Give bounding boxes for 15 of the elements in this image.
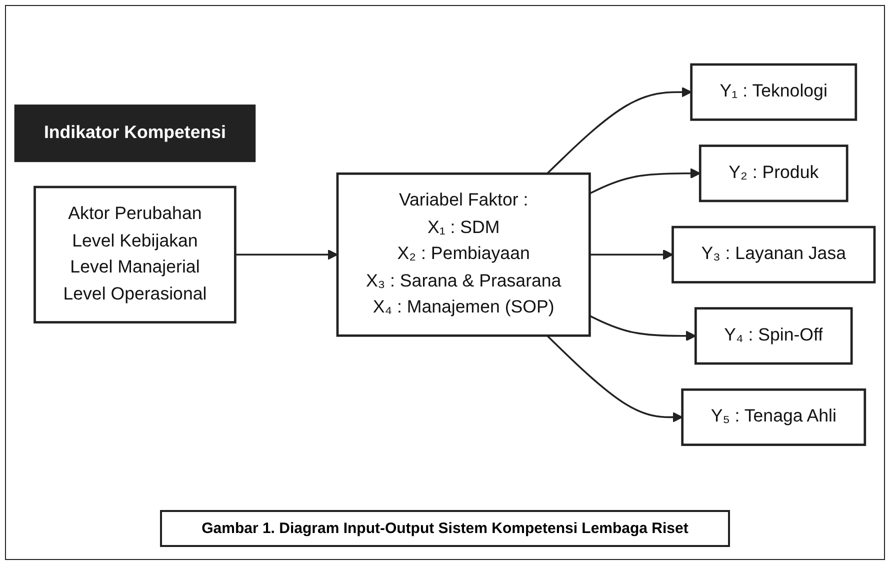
arrow: [589, 315, 696, 342]
caption: Gambar 1. Diagram Input-Output Sistem Kompetensi Lembaga Riset: [160, 510, 730, 547]
node-box: Aktor Perubahan Level Kebijakan Level Manajerial Level Operasional: [34, 186, 236, 324]
node-box: Indikator Kompetensi: [14, 104, 256, 162]
node-box: Y₅ : Tenaga Ahli: [681, 388, 866, 446]
node-box: Y₄ : Spin-Off: [694, 308, 853, 366]
node-box: Y₂ : Produk: [698, 144, 848, 202]
arrow: [589, 168, 701, 195]
node-box: Variabel Faktor : X₁ : SDM X₂ : Pembiayaan X₃ : Sarana & Prasarana X₄ : Manajemen (SOP): [336, 172, 591, 338]
node-box: Y₁ : Teknologi: [690, 64, 858, 122]
arrow: [546, 335, 683, 423]
arrow: [590, 250, 674, 260]
arrow: [546, 87, 692, 175]
node-box: Y₃ : Layanan Jasa: [672, 226, 876, 284]
arrow: [235, 250, 338, 260]
